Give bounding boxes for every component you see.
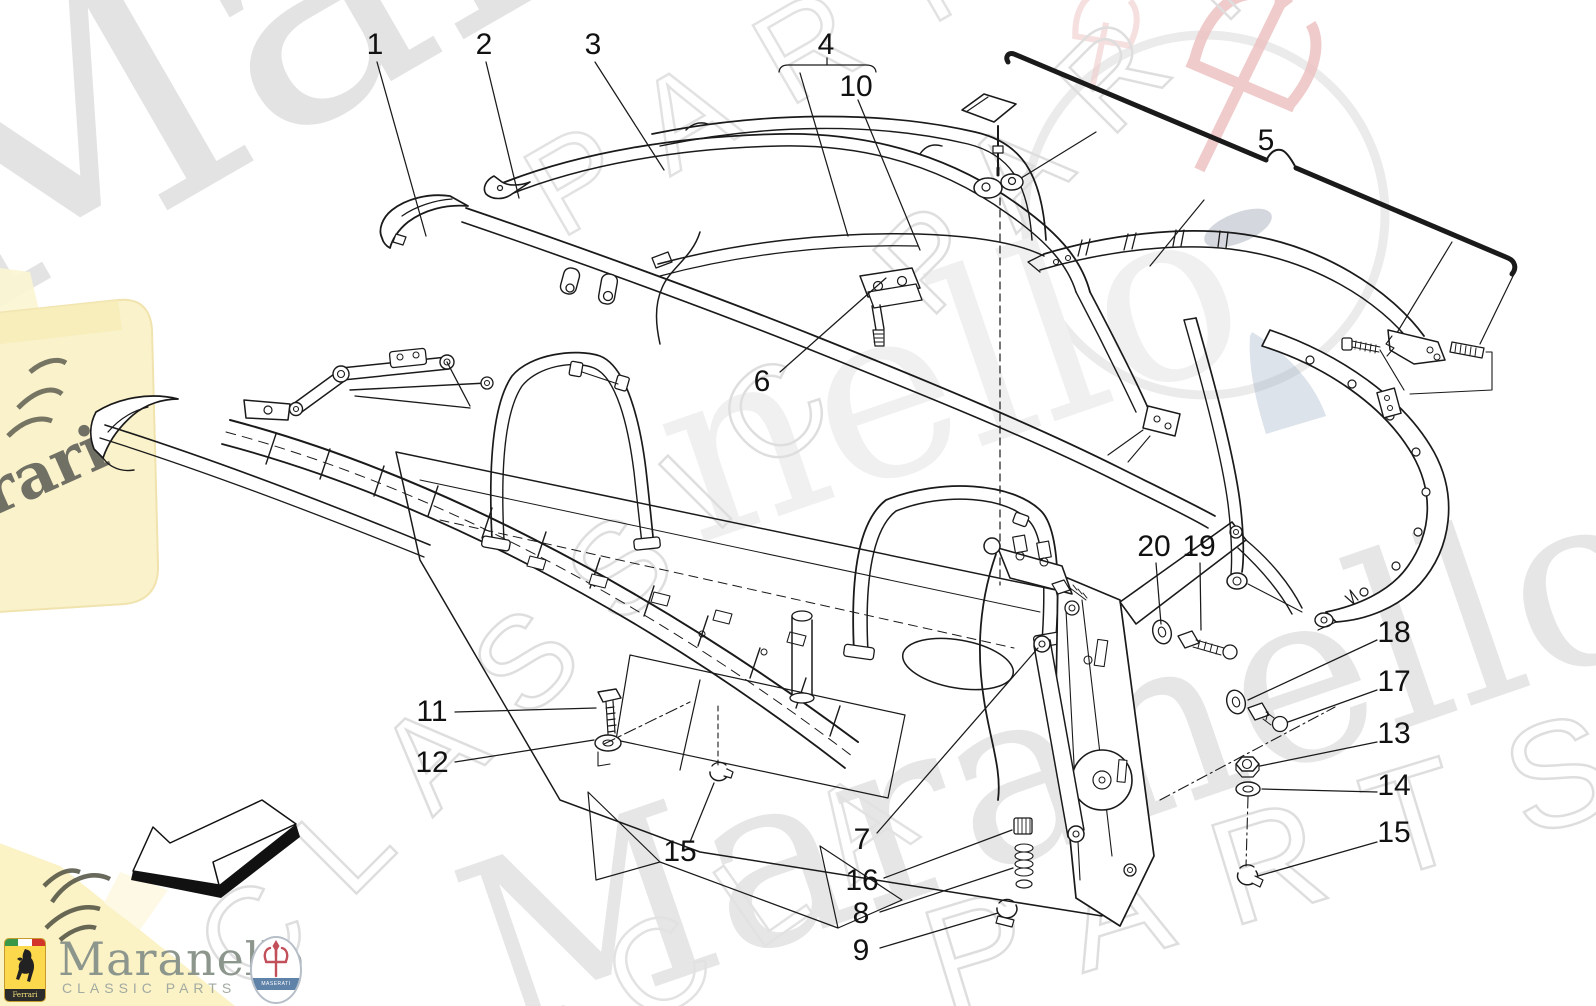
callout-16: 16 (845, 864, 879, 897)
maserati-emblem: MASERATI (250, 936, 302, 1004)
direction-arrow-icon (131, 799, 300, 898)
callout-3: 3 (584, 28, 602, 61)
callout-10: 10 (839, 70, 873, 103)
clip-15-right-icon (1236, 864, 1264, 888)
emblem-navy-blob (1204, 208, 1272, 248)
clip-9-icon (995, 898, 1018, 928)
callout-20: 20 (1137, 530, 1171, 563)
callout-15-bottom: 15 (663, 835, 697, 868)
washer-20-icon (1151, 619, 1173, 645)
rear-arc-assembly (1183, 317, 1493, 631)
washer-12-icon (594, 734, 622, 752)
pivot-mechanism (979, 521, 1303, 927)
callout-7: 7 (853, 823, 871, 856)
trident-watermark-icon (1185, 0, 1322, 173)
prancing-horse-icon (16, 949, 35, 982)
front-rail-part1 (379, 194, 1216, 529)
weatherstrip-part5 (1004, 51, 1518, 345)
brand-tagline: CLASSIC PARTS (62, 980, 237, 996)
small-hoop (480, 351, 661, 552)
washer-14-icon (1235, 781, 1261, 797)
callout-13: 13 (1377, 717, 1411, 750)
clip-15-bottom-icon (709, 761, 734, 782)
bolt-11-icon (597, 688, 622, 703)
callout-2: 2 (475, 28, 493, 61)
ferrari-shield-logo: Ferrari (4, 938, 46, 1002)
callout-5: 5 (1257, 124, 1275, 157)
bolt-19-icon (1177, 630, 1238, 660)
maserati-trident-icon (263, 940, 289, 978)
emblem-blue-wedge (1249, 332, 1326, 434)
hardware-center-column (995, 817, 1034, 928)
pad-pin-eyelet-part10 (961, 93, 1024, 586)
slatted-rail-assembly (90, 395, 859, 769)
maserati-band-label: MASERATI (252, 978, 300, 990)
line-art (90, 51, 1518, 949)
callout-18: 18 (1377, 616, 1411, 649)
callout-6: 6 (753, 365, 771, 398)
leader-lines (376, 57, 1378, 949)
folding-linkage (243, 347, 494, 421)
bolt-horizontal-icon (1341, 337, 1353, 351)
horse-fragment-icon (6, 357, 68, 438)
yellow-card-watermarks: rari (0, 268, 235, 1006)
callout-15-right: 15 (1377, 816, 1411, 849)
callout-4: 4 (817, 28, 835, 61)
bracket-bolt-part6 (859, 267, 923, 347)
trident-watermark-small-icon (1071, 0, 1140, 88)
callout-19: 19 (1182, 530, 1216, 563)
washer-18-icon (1225, 689, 1247, 715)
maranello-logo: Ferrari Maranello CLASSIC PARTS MASERATI (2, 932, 304, 1004)
bolt-17-icon (1247, 702, 1289, 733)
ferrari-stripes (5, 939, 45, 946)
callout-9: 9 (852, 934, 870, 967)
callout-8: 8 (852, 897, 870, 930)
callout-1: 1 (366, 28, 384, 61)
callout-14: 14 (1377, 769, 1411, 802)
spring-8-icon (1014, 843, 1034, 889)
nut-13-icon (1235, 756, 1260, 778)
callout-11: 11 (416, 695, 448, 728)
horse-fragment-bottom-icon (42, 868, 112, 942)
hardware-left-group (594, 688, 734, 782)
callout-12: 12 (415, 746, 449, 779)
knurled-screw-16-icon (1013, 817, 1033, 835)
ferrari-band-label: Ferrari (5, 989, 45, 1001)
callout-17: 17 (1377, 665, 1411, 698)
hardware-right-group (1151, 619, 1336, 888)
ladder-band-part4 (1027, 229, 1425, 345)
